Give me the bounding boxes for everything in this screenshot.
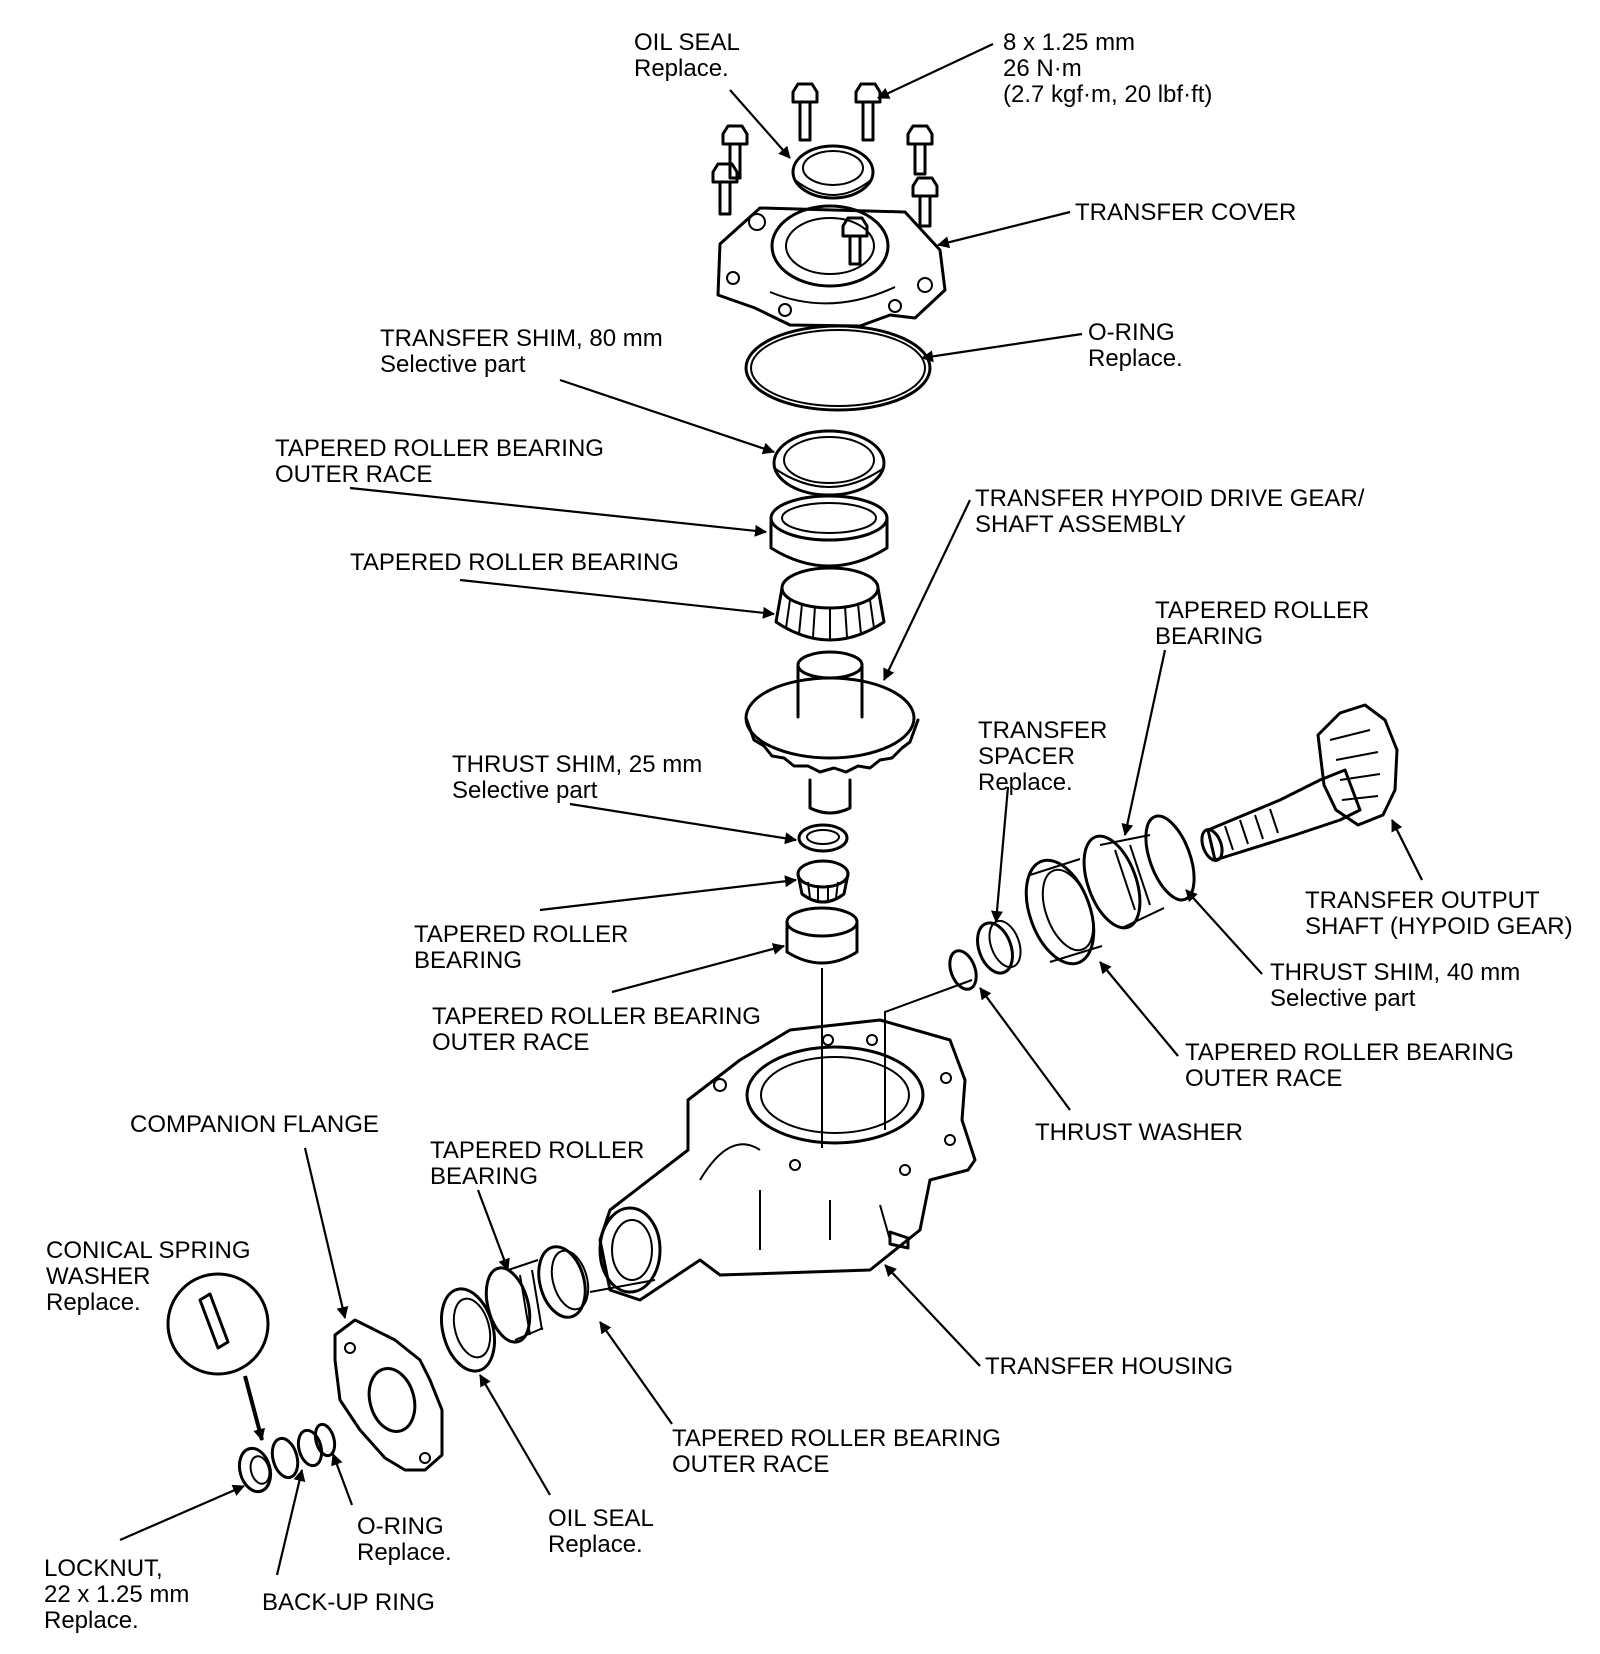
outer-race-right [1024,858,1103,966]
bolt [841,216,869,266]
bolt [911,176,939,228]
bolt [906,124,934,176]
bolt [721,124,749,180]
label-backup-ring: BACK-UP RING [262,1589,435,1616]
label-thrust-washer: THRUST WASHER [1035,1119,1244,1146]
outer-race-upper [769,494,889,568]
o-ring-top [744,324,932,412]
bearing-upper [774,566,886,642]
label-transfer-cover: TRANSFER COVER [1075,199,1297,226]
transfer-cover [716,204,947,328]
output-shaft [1200,703,1399,862]
companion-flange [333,1318,444,1472]
bolts [711,82,939,266]
leader-lines [119,43,1423,1576]
bolt [711,162,739,216]
thrust-shim-25 [797,823,849,853]
oil-seal-top [791,144,875,200]
hypoid-drive-gear [744,650,920,815]
label-hypoid-drive-gear: TRANSFER HYPOID DRIVE GEAR/SHAFT ASSEMBL… [975,485,1365,538]
bearing-lower [484,1259,544,1344]
label-companion-flange: COMPANION FLANGE [130,1111,379,1138]
outer-race-lower [537,1245,590,1319]
thrust-shim-40 [1144,814,1196,902]
bolt [791,82,819,142]
transfer-spacer [976,919,1022,975]
bolt [854,82,882,142]
bearing-right [1082,834,1165,930]
bearing-mid [796,859,850,904]
label-transfer-housing: TRANSFER HOUSING [985,1353,1234,1380]
oil-seal-bottom [440,1287,496,1373]
locknut-assembly [237,1422,337,1494]
transfer-housing [598,1018,977,1302]
transfer-shim-80 [772,429,886,497]
conical-washer-detail [166,1272,270,1376]
label-bearing-upper: TAPERED ROLLER BEARING [350,549,679,576]
thrust-washer [948,949,978,991]
outer-race-mid [785,906,859,965]
